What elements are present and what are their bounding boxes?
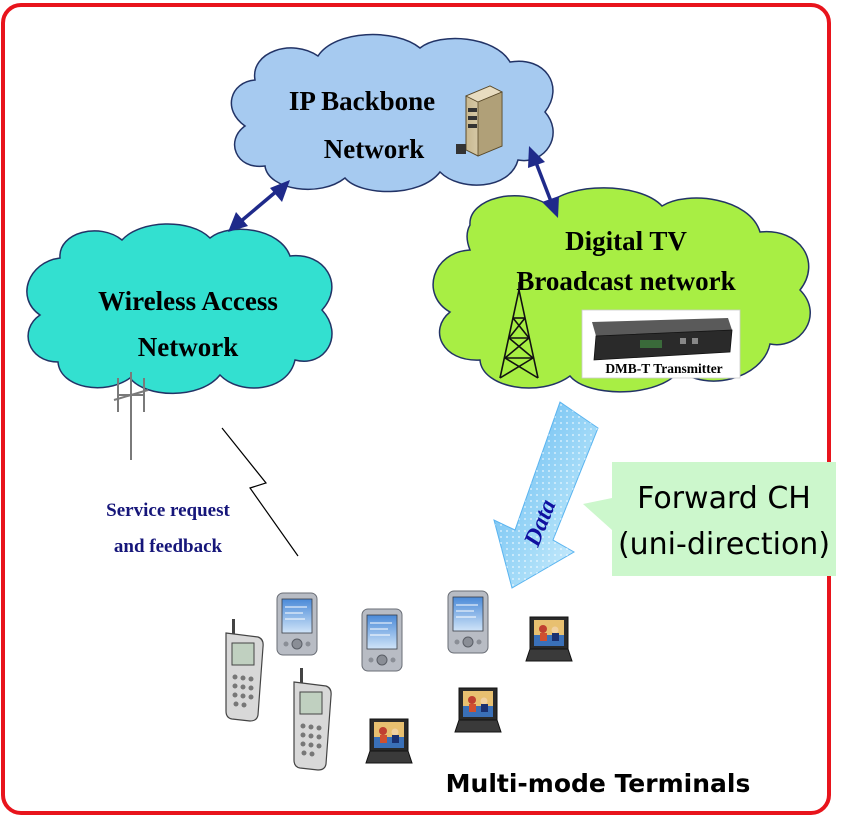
digital-tv-line2: Broadcast network <box>516 266 735 296</box>
service-request-line1: Service request <box>106 500 230 521</box>
ip-backbone-line2: Network <box>324 134 424 164</box>
antenna-tower-icon <box>113 372 149 460</box>
data-broadcast-arrow: Data <box>493 401 599 589</box>
backbone-tv-link <box>528 146 559 218</box>
pda-icon <box>447 590 489 654</box>
lattice-tower-icon <box>499 282 539 379</box>
wireless-access-line1: Wireless Access <box>98 286 278 316</box>
laptop-icon <box>525 616 573 662</box>
forward-channel-callout: Forward CH (uni-direction) <box>583 462 836 576</box>
laptop-icon <box>365 718 413 764</box>
service-request-label: Service request and feedback <box>106 500 230 557</box>
pda-icon <box>276 592 318 656</box>
ip-backbone-cloud: IP Backbone Network <box>230 33 554 193</box>
wireless-access-cloud: Wireless Access Network <box>26 223 333 395</box>
forward-channel-line2: (uni-direction) <box>618 527 830 562</box>
backbone-wireless-link <box>228 180 290 232</box>
wireless-access-line2: Network <box>138 332 238 362</box>
terminals-label: Multi-mode Terminals <box>446 769 751 798</box>
wireless-link-zigzag <box>221 427 299 557</box>
forward-channel-line1: Forward CH <box>637 481 811 516</box>
pda-icon <box>361 608 403 672</box>
digital-tv-line1: Digital TV <box>565 226 687 256</box>
transmitter-label: DMB-T Transmitter <box>605 361 722 376</box>
dmb-transmitter-icon: DMB-T Transmitter <box>581 309 741 379</box>
laptop-icon <box>454 687 502 733</box>
ip-backbone-line1: IP Backbone <box>289 86 435 116</box>
service-request-line2: and feedback <box>114 536 223 557</box>
server-icon <box>456 85 503 157</box>
